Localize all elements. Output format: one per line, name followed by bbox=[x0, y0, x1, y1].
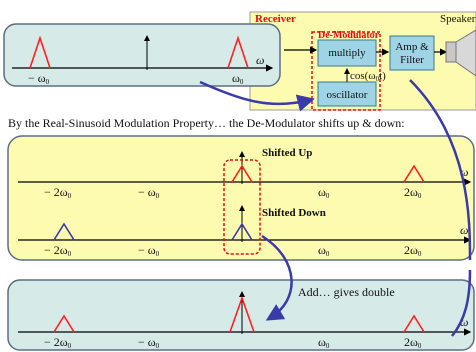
top-left-triangle bbox=[29, 35, 51, 69]
down-tick-w0: ω0 bbox=[318, 243, 330, 258]
shifted-up-label: Shifted Up bbox=[262, 147, 312, 159]
center-highlight-box bbox=[223, 159, 261, 255]
input-spectrum-curve-arrow bbox=[199, 80, 315, 112]
up-tick-w0: ω0 bbox=[318, 185, 330, 200]
up-right-triangle bbox=[403, 164, 425, 183]
multiply-label: multiply bbox=[328, 47, 366, 59]
up-tick-2w0: 2ω0 bbox=[404, 185, 422, 200]
up-tick-minus-2w0: − 2ω0 bbox=[44, 185, 72, 200]
receiver-title: Receiver bbox=[255, 13, 296, 25]
down-tick-2w0: 2ω0 bbox=[404, 243, 422, 258]
multiply-block bbox=[317, 39, 377, 67]
bottom-left-triangle bbox=[53, 314, 75, 333]
bottom-right-curve-arrow bbox=[451, 269, 472, 337]
shifted-down-label: Shifted Down bbox=[262, 207, 326, 219]
top-spectrum-panel bbox=[3, 23, 281, 87]
up-tick-minus-w0: − ω0 bbox=[138, 185, 160, 200]
bottom-tick-w0: ω0 bbox=[318, 335, 330, 350]
amp-label-line2: Filter bbox=[400, 54, 424, 66]
bottom-right-triangle bbox=[403, 314, 425, 333]
bottom-center-triangle bbox=[229, 295, 255, 333]
bottom-axis-label: ω bbox=[460, 315, 468, 329]
down-tick-minus-w0: − ω0 bbox=[138, 243, 160, 258]
demodulator-title: De-Modulator bbox=[318, 30, 380, 41]
cos-label: cos(ω0t) bbox=[350, 70, 386, 83]
bottom-tick-minus-2w0: − 2ω0 bbox=[44, 335, 72, 350]
bottom-note: Add… gives double bbox=[298, 285, 395, 299]
down-center-triangle bbox=[231, 222, 253, 241]
middle-spectrum-panel bbox=[7, 135, 475, 261]
top-minus-w0-label: − ω0 bbox=[28, 71, 50, 86]
top-axis-label: ω bbox=[256, 53, 264, 67]
demod-to-middle-curve-arrow bbox=[409, 79, 472, 261]
oscillator-block bbox=[317, 81, 377, 107]
middle-to-bottom-curve-arrow bbox=[261, 234, 293, 321]
demodulator-box bbox=[311, 31, 381, 111]
top-right-triangle bbox=[227, 35, 249, 69]
down-axis-label: ω bbox=[460, 223, 468, 237]
speaker-label: Speaker bbox=[440, 13, 476, 25]
bottom-tick-2w0: 2ω0 bbox=[404, 335, 422, 350]
down-tick-minus-2w0: − 2ω0 bbox=[44, 243, 72, 258]
bottom-tick-minus-w0: − ω0 bbox=[138, 335, 160, 350]
oscillator-label: oscillator bbox=[327, 89, 368, 101]
up-axis-label: ω bbox=[460, 165, 468, 179]
amp-label-line1: Amp & bbox=[395, 41, 429, 53]
top-w0-label: ω0 bbox=[232, 71, 244, 86]
down-left-triangle bbox=[53, 222, 75, 241]
speaker-icon bbox=[445, 29, 476, 77]
amp-filter-block bbox=[389, 35, 435, 71]
caption-text: By the Real-Sinusoid Modulation Property… bbox=[8, 116, 405, 130]
up-center-triangle bbox=[231, 164, 253, 183]
